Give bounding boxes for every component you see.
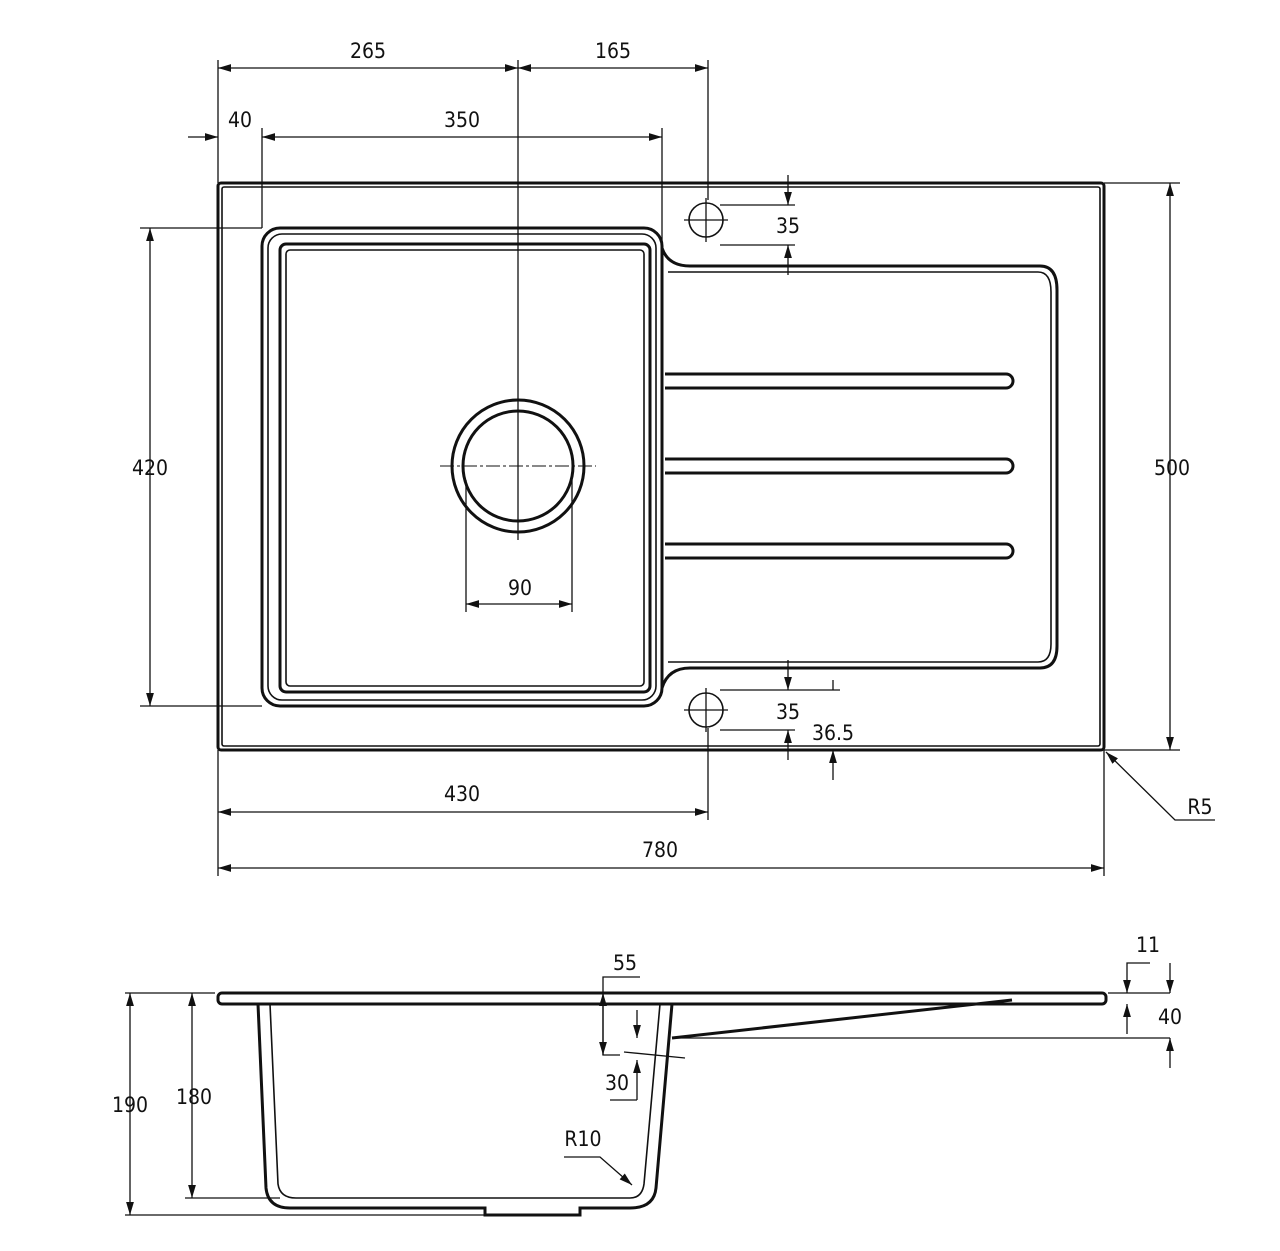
- dim-180-label: 180: [176, 1085, 212, 1109]
- dim-40-side-label: 40: [1158, 1005, 1182, 1029]
- bowl-profile: [256, 1003, 674, 1217]
- sink-outline: [216, 181, 1106, 752]
- drainer-grooves: [665, 372, 1015, 560]
- dim-780-label: 780: [642, 838, 678, 862]
- side-view: 55 11 40 30 190 180 R10: [112, 933, 1182, 1217]
- tap-hole-bottom: [684, 688, 728, 732]
- top-view: 265 165 40 350 35 420 500 90 35 36.5 430…: [132, 39, 1215, 876]
- dim-40-label: 40: [228, 108, 252, 132]
- dim-165-label: 165: [595, 39, 631, 63]
- dim-265-label: 265: [350, 39, 386, 63]
- drainer-area: [660, 247, 1059, 689]
- dim-35-bottom-label: 35: [776, 700, 800, 724]
- radius-r10-label: R10: [564, 1127, 601, 1151]
- tap-hole-top: [684, 198, 728, 242]
- dim-90-label: 90: [508, 576, 532, 600]
- dim-350-label: 350: [444, 108, 480, 132]
- bowl-outer: [260, 226, 664, 708]
- dim-36-5-label: 36.5: [812, 721, 854, 745]
- drainer-slope: [671, 998, 1013, 1040]
- dim-420-label: 420: [132, 456, 168, 480]
- radius-r5-label: R5: [1187, 795, 1212, 819]
- dim-11-label: 11: [1136, 933, 1160, 957]
- dim-55-label: 55: [613, 951, 637, 975]
- dim-190-label: 190: [112, 1093, 148, 1117]
- sink-top-plate: [216, 991, 1108, 1006]
- dim-430-label: 430: [444, 782, 480, 806]
- dim-30-label: 30: [605, 1071, 629, 1095]
- dim-35-top-label: 35: [776, 214, 800, 238]
- dim-500-label: 500: [1154, 456, 1190, 480]
- bowl-inner: [278, 242, 652, 694]
